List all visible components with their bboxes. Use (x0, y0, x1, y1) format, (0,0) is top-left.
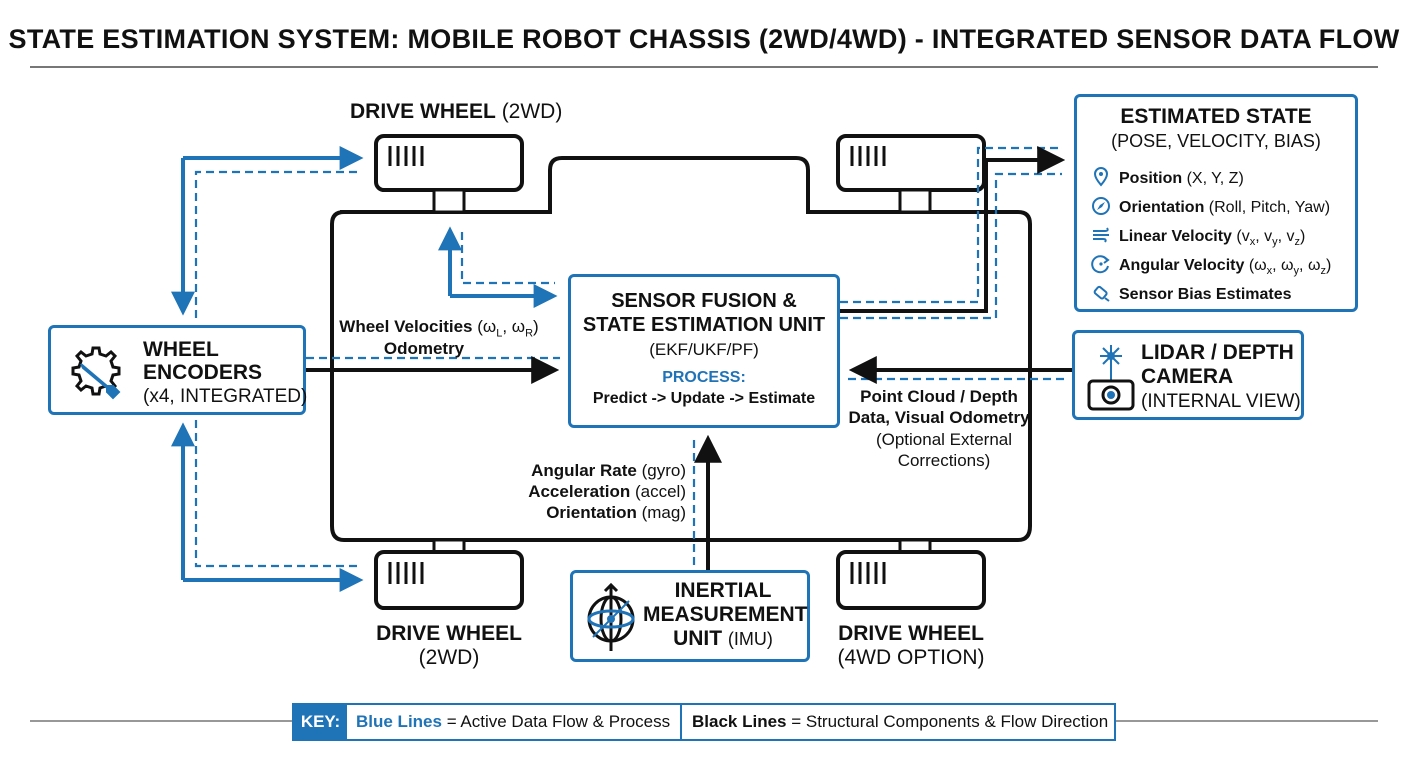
wheel-top-left (374, 134, 524, 214)
state-row-linear-velocity: Linear Velocity (vx, vy, vz) (1091, 225, 1305, 252)
point-cloud-label-2: Data, Visual Odometry (848, 408, 1030, 427)
estimated-state-box: ESTIMATED STATE (POSE, VELOCITY, BIAS) P… (1074, 94, 1358, 312)
optional-corrections-2: Corrections) (897, 451, 991, 470)
key-separator (680, 705, 682, 739)
imu-line-2: MEASUREMENT (643, 603, 808, 626)
fusion-title-2: STATE ESTIMATION UNIT (582, 314, 826, 336)
imu-line-3: UNIT (IMU) (673, 627, 773, 650)
fusion-process-label: PROCESS: (662, 369, 746, 386)
state-row-position: Position (X, Y, Z) (1091, 167, 1244, 189)
key-black-entry: Black Lines = Structural Components & Fl… (692, 712, 1109, 731)
page-title: STATE ESTIMATION SYSTEM: MOBILE ROBOT CH… (8, 24, 1400, 54)
title-divider (30, 66, 1378, 68)
wheel-bottom-left (374, 538, 524, 610)
orientation-label: Orientation (mag) (546, 503, 686, 522)
wheel-top-right (836, 134, 986, 214)
lidar-line-2: CAMERA (1141, 365, 1234, 388)
angular-rate-label: Angular Rate (gyro) (531, 461, 686, 480)
state-subtitle: (POSE, VELOCITY, BIAS) (1111, 131, 1321, 151)
encoders-subtitle: (x4, INTEGRATED) (143, 386, 308, 407)
state-title: ESTIMATED STATE (1120, 105, 1312, 128)
wheel-bottom-left-label: DRIVE WHEEL (2WD) (376, 622, 522, 669)
gear-wrench-icon (71, 346, 121, 400)
imu-line-1: INERTIAL (674, 579, 772, 602)
lidar-line-1: LIDAR / DEPTH (1141, 341, 1294, 364)
state-row-orientation: Orientation (Roll, Pitch, Yaw) (1091, 196, 1330, 218)
wind-lines-icon (1093, 227, 1109, 243)
sensor-fusion-box: SENSOR FUSION & STATE ESTIMATION UNIT (E… (568, 274, 840, 428)
compass-icon (1092, 197, 1110, 215)
rotation-icon (1091, 255, 1110, 274)
state-row-sensor-bias: Sensor Bias Estimates (1091, 283, 1292, 305)
sensor-chip-icon (1093, 285, 1110, 302)
camera-laser-icon (1087, 345, 1135, 411)
fusion-process-steps: Predict -> Update -> Estimate (592, 390, 816, 407)
encoders-title-1: WHEEL (143, 338, 219, 361)
wheel-encoders-box: WHEEL ENCODERS (x4, INTEGRATED) (48, 325, 308, 415)
black-flow-arrows (306, 146, 1074, 570)
fusion-title-1: SENSOR FUSION & (611, 290, 797, 312)
wheel-bottom-right-label: DRIVE WHEEL (4WD OPTION) (837, 622, 985, 669)
odometry-label: Odometry (383, 339, 465, 358)
blue-dashed-lines (194, 146, 1068, 570)
lidar-camera-box: LIDAR / DEPTH CAMERA (INTERNAL VIEW) (1072, 330, 1304, 420)
legend-key: KEY: Blue Lines = Active Data Flow & Pro… (292, 703, 1116, 741)
wheel-velocities-label: Wheel Velocities (ωL, ωR) (339, 317, 539, 340)
gyroscope-icon (587, 582, 635, 651)
chassis-outline (330, 156, 1032, 542)
optional-corrections-1: (Optional External (875, 430, 1013, 449)
key-label: KEY: (294, 705, 347, 739)
location-pin-icon (1093, 167, 1109, 187)
fusion-method: (EKF/UKF/PF) (649, 340, 759, 359)
key-blue-entry: Blue Lines = Active Data Flow & Process (356, 712, 671, 731)
lidar-note: (INTERNAL VIEW) (1141, 391, 1301, 412)
state-row-angular-velocity: Angular Velocity (ωx, ωy, ωz) (1091, 254, 1331, 281)
point-cloud-label-1: Point Cloud / Depth (860, 387, 1018, 406)
blue-flow-lines (171, 146, 558, 592)
wheel-top-left-label: DRIVE WHEEL (2WD) (350, 100, 563, 123)
encoders-title-2: ENCODERS (143, 361, 263, 384)
imu-box: INERTIAL MEASUREMENT UNIT (IMU) (570, 570, 810, 662)
wheel-bottom-right (836, 538, 986, 610)
acceleration-label: Acceleration (accel) (528, 482, 686, 501)
